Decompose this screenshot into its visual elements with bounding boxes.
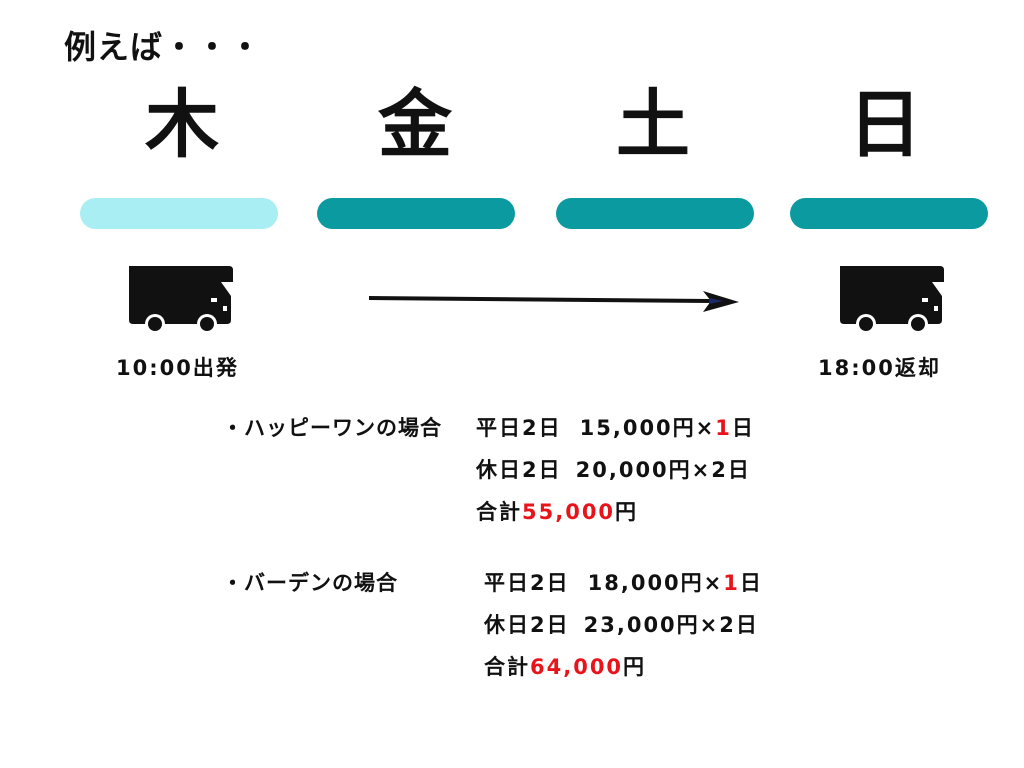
camper-truck-icon: [129, 266, 233, 334]
day-label-friday: 金: [378, 82, 452, 168]
return-time: 18:00返却: [818, 356, 941, 380]
plan-holiday-line: 休日2日 23,000円×2日: [484, 609, 759, 639]
weekday-price: 18,000円×: [587, 571, 724, 595]
holiday-price: 20,000円×2日: [575, 458, 751, 482]
day-label-sunday: 日: [848, 82, 922, 168]
departure-time: 10:00出発: [116, 356, 239, 380]
total-amount: 55,000: [522, 500, 616, 524]
plan-total-line: 合計64,000円: [484, 651, 646, 681]
camper-truck-icon: [840, 266, 944, 334]
weekday-unit: 日: [739, 571, 763, 595]
weekday-label: 平日2日: [476, 416, 562, 440]
total-label: 合計: [476, 500, 522, 524]
plan-label-baden: ・バーデンの場合: [222, 571, 398, 595]
weekday-count: 1: [715, 416, 732, 440]
weekday-label: 平日2日: [484, 571, 570, 595]
total-unit: 円: [615, 500, 639, 524]
page-heading: 例えば・・・: [64, 28, 263, 66]
plan-total-line: 合計55,000円: [476, 496, 638, 526]
day-bar-saturday: [556, 198, 754, 229]
day-bar-thursday: [80, 198, 278, 229]
plan-weekday-line: 平日2日 18,000円×1日: [484, 567, 763, 597]
total-amount: 64,000: [530, 655, 624, 679]
weekday-price: 15,000円×: [579, 416, 716, 440]
day-label-thursday: 木: [145, 82, 219, 168]
total-unit: 円: [623, 655, 647, 679]
holiday-label: 休日2日: [484, 613, 570, 637]
day-label-saturday: 土: [616, 82, 690, 168]
day-bar-friday: [317, 198, 515, 229]
holiday-label: 休日2日: [476, 458, 562, 482]
plan-weekday-line: 平日2日 15,000円×1日: [476, 412, 755, 442]
total-label: 合計: [484, 655, 530, 679]
plan-holiday-line: 休日2日 20,000円×2日: [476, 454, 751, 484]
weekday-count: 1: [723, 571, 740, 595]
weekday-unit: 日: [731, 416, 755, 440]
holiday-price: 23,000円×2日: [583, 613, 759, 637]
day-bar-sunday: [790, 198, 988, 229]
arrow-right-icon: [368, 291, 739, 312]
plan-label-happy-one: ・ハッピーワンの場合: [222, 416, 442, 440]
